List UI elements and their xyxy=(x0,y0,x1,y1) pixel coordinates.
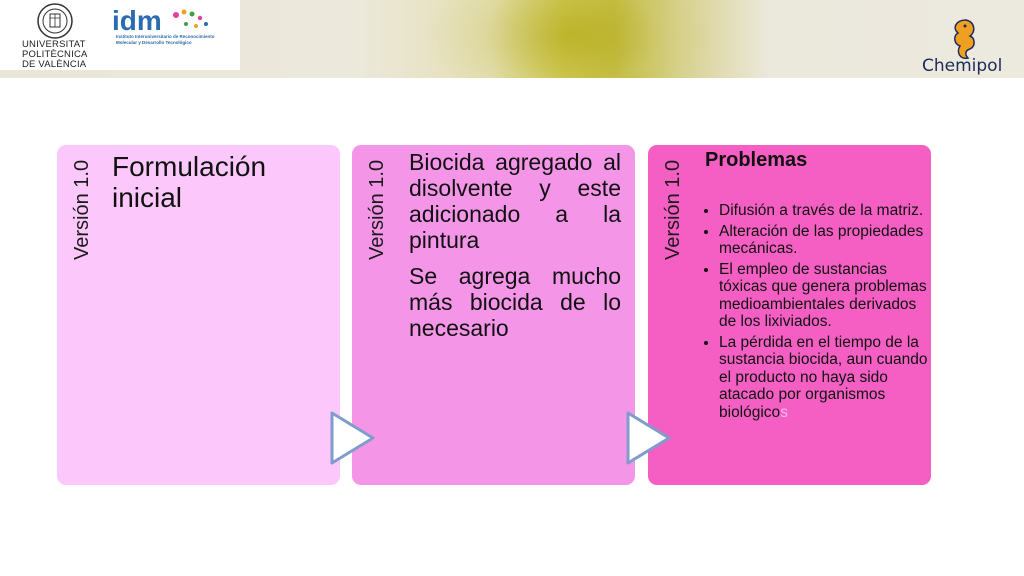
version-label: Versión 1.0 xyxy=(662,159,684,260)
panel-formulation: Versión 1.0 Formulación inicial xyxy=(57,145,340,485)
list-item: Alteración de las propiedades mecánicas. xyxy=(719,223,933,258)
panel-heading: Problemas xyxy=(705,149,808,171)
university-name: UNIVERSITAT POLITÈCNICA DE VALÈNCIA xyxy=(22,39,88,70)
problems-list: Difusión a través de la matriz. Alteraci… xyxy=(703,202,933,424)
list-item: Difusión a través de la matriz. xyxy=(719,202,933,220)
panel-paragraph: Biocida agregado al disolvente y este ad… xyxy=(409,149,621,253)
list-item-text: La pérdida en el tiempo de la sustancia … xyxy=(719,333,928,421)
next-arrow-icon xyxy=(330,411,375,465)
chemipol-seahorse-icon xyxy=(954,19,975,60)
panel-body: Biocida agregado al disolvente y este ad… xyxy=(409,149,621,351)
list-item-tail: s xyxy=(780,403,788,421)
chemipol-logo-text: Chemipol xyxy=(922,56,1003,76)
upv-seal-icon xyxy=(37,3,73,39)
version-label: Versión 1.0 xyxy=(366,159,388,260)
logo-area: UNIVERSITAT POLITÈCNICA DE VALÈNCIA idm … xyxy=(0,0,240,70)
next-arrow-icon xyxy=(626,411,671,465)
panel-biocide-added: Versión 1.0 Biocida agregado al disolven… xyxy=(352,145,635,485)
panel-problems: Versión 1.0 Problemas Difusión a través … xyxy=(648,145,931,485)
panel-paragraph: Se agrega mucho más biocida de lo necesa… xyxy=(409,263,621,341)
version-label: Versión 1.0 xyxy=(71,159,93,260)
idm-logo-icon: idm xyxy=(112,6,208,36)
svg-text:idm: idm xyxy=(112,6,162,36)
list-item: El empleo de sustancias tóxicas que gene… xyxy=(719,261,933,331)
panel-title: Formulación inicial xyxy=(112,151,267,213)
idm-subtitle: Instituto Interuniversitario de Reconoci… xyxy=(116,34,215,45)
list-item: La pérdida en el tiempo de la sustancia … xyxy=(719,334,933,422)
